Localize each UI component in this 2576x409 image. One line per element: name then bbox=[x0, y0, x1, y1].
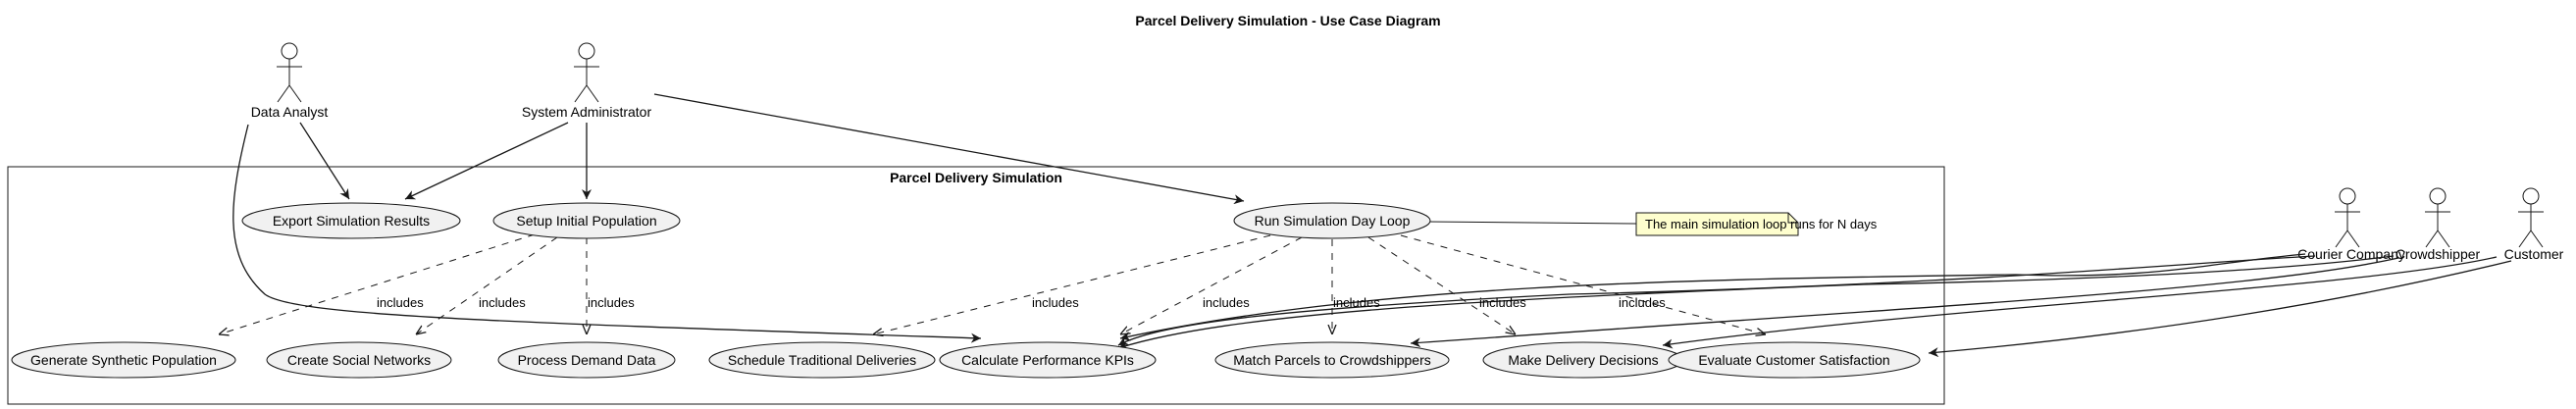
svg-text:Create Social Networks: Create Social Networks bbox=[287, 352, 431, 368]
use-case-export-results[interactable]: Export Simulation Results bbox=[241, 202, 461, 239]
association-crowdshipper-match bbox=[1410, 257, 2399, 348]
association-admin-run bbox=[653, 93, 1245, 205]
association-courier-kpis bbox=[1117, 255, 2316, 346]
system-boundary bbox=[7, 166, 1945, 405]
include-run-kpis bbox=[1120, 236, 1303, 334]
note-text: The main simulation loop runs for N days bbox=[1645, 217, 1878, 231]
include-setup-generate bbox=[219, 233, 536, 334]
include-label: includes bbox=[1479, 295, 1526, 310]
actor-system-administrator-label: System Administrator bbox=[522, 104, 652, 120]
include-label: includes bbox=[588, 295, 635, 310]
include-label: includes bbox=[1032, 295, 1079, 310]
include-relations bbox=[219, 233, 1766, 334]
svg-text:Setup Initial Population: Setup Initial Population bbox=[516, 213, 656, 229]
include-setup-networks bbox=[416, 236, 558, 334]
svg-text:Calculate Performance KPIs: Calculate Performance KPIs bbox=[961, 352, 1134, 368]
actor-crowdshipper[interactable]: Crowdshipper bbox=[2396, 187, 2481, 262]
association-courier-schedule bbox=[1119, 253, 2306, 341]
use-case-setup-population[interactable]: Setup Initial Population bbox=[492, 202, 681, 239]
include-label: includes bbox=[1333, 295, 1380, 310]
svg-text:Process Demand Data: Process Demand Data bbox=[518, 352, 656, 368]
include-label: includes bbox=[479, 295, 526, 310]
use-case-schedule-traditional[interactable]: Schedule Traditional Deliveries bbox=[708, 341, 936, 379]
use-case-delivery-decisions[interactable]: Make Delivery Decisions bbox=[1482, 341, 1684, 379]
association-customer-decisions bbox=[1662, 256, 2498, 349]
use-case-calculate-kpis[interactable]: Calculate Performance KPIs bbox=[939, 341, 1157, 379]
svg-text:Run Simulation Day Loop: Run Simulation Day Loop bbox=[1255, 213, 1411, 229]
associations bbox=[232, 93, 2512, 358]
note-connector bbox=[1426, 221, 1637, 225]
association-customer-satisfaction bbox=[1928, 260, 2512, 358]
use-case-run-day-loop[interactable]: Run Simulation Day Loop bbox=[1233, 202, 1431, 239]
svg-text:Generate Synthetic Population: Generate Synthetic Population bbox=[30, 352, 217, 368]
use-case-create-networks[interactable]: Create Social Networks bbox=[266, 341, 452, 379]
include-label: includes bbox=[1203, 295, 1250, 310]
svg-text:Make Delivery Decisions: Make Delivery Decisions bbox=[1508, 352, 1658, 368]
include-label: includes bbox=[1619, 295, 1666, 310]
svg-text:Match Parcels to Crowdshippers: Match Parcels to Crowdshippers bbox=[1233, 352, 1431, 368]
diagram-title: Parcel Delivery Simulation - Use Case Di… bbox=[1135, 13, 1440, 28]
include-run-schedule bbox=[873, 234, 1271, 334]
svg-text:Export Simulation Results: Export Simulation Results bbox=[273, 213, 430, 229]
actor-customer-label: Customer bbox=[2504, 246, 2564, 262]
system-boundary-title: Parcel Delivery Simulation bbox=[890, 170, 1062, 185]
association-admin-export bbox=[404, 122, 569, 200]
use-case-process-demand[interactable]: Process Demand Data bbox=[497, 341, 676, 379]
svg-text:Evaluate Customer Satisfaction: Evaluate Customer Satisfaction bbox=[1698, 352, 1889, 368]
svg-text:Schedule Traditional Deliverie: Schedule Traditional Deliveries bbox=[728, 352, 916, 368]
include-label: includes bbox=[377, 295, 424, 310]
actor-courier-company[interactable]: Courier Company bbox=[2297, 187, 2405, 262]
note: The main simulation loop runs for N days bbox=[1426, 212, 1878, 236]
actor-system-administrator[interactable]: System Administrator bbox=[522, 42, 652, 120]
use-case-match-parcels[interactable]: Match Parcels to Crowdshippers bbox=[1214, 341, 1450, 379]
actor-customer[interactable]: Customer bbox=[2504, 187, 2564, 262]
use-case-customer-satisfaction[interactable]: Evaluate Customer Satisfaction bbox=[1668, 341, 1921, 379]
use-case-generate-population[interactable]: Generate Synthetic Population bbox=[11, 341, 236, 379]
actor-data-analyst-label: Data Analyst bbox=[251, 104, 329, 120]
association-crowdshipper-kpis bbox=[1117, 255, 2395, 350]
actor-data-analyst[interactable]: Data Analyst bbox=[251, 42, 329, 120]
association-analyst-export bbox=[299, 122, 350, 200]
actor-crowdshipper-label: Crowdshipper bbox=[2396, 246, 2481, 262]
association-analyst-kpis bbox=[232, 124, 982, 343]
include-run-decisions bbox=[1367, 236, 1516, 334]
